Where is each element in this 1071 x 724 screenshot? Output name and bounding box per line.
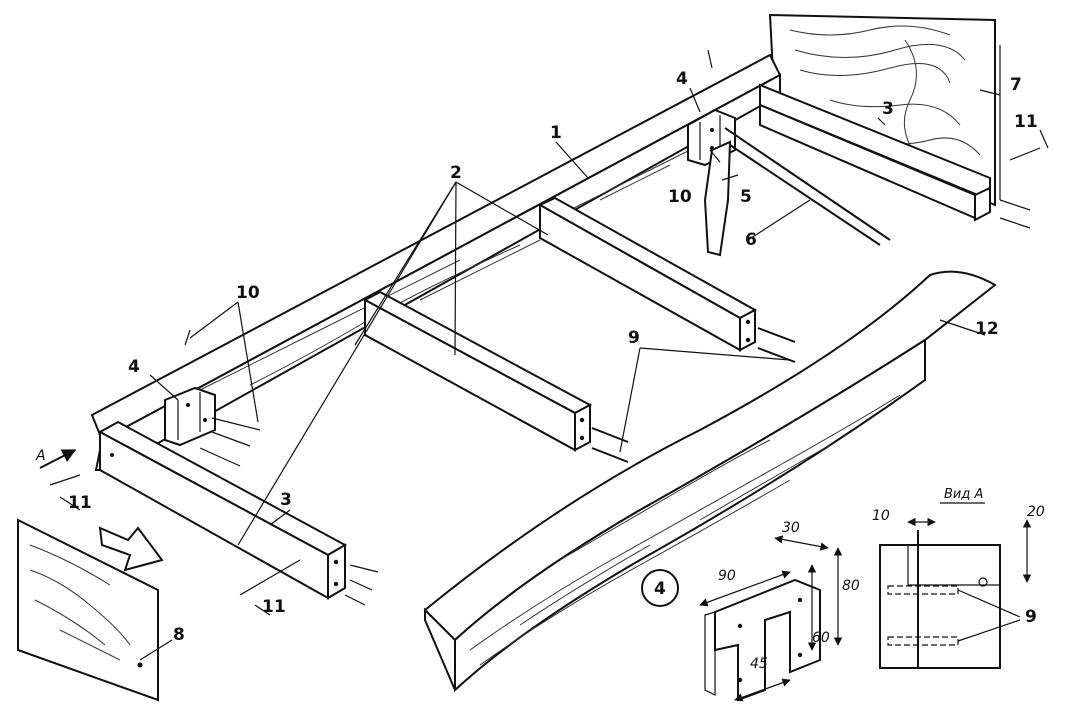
label-dowels-9-top: 9 [628,328,640,348]
bracket-4-left [164,386,216,447]
direction-arrow [98,526,164,572]
label-bracket-4-detail: 4 [654,579,666,599]
view-a-dim-10: 10 [872,508,890,524]
side-bar-3-top [759,83,991,222]
crossbeam-2-lower [362,290,593,452]
crossbeam-2-upper [537,196,758,352]
side-bar-3-bottom [97,420,348,600]
edge-board-12 [423,270,997,693]
leader-lines [59,87,1049,661]
label-edge-board-12: 12 [975,319,999,339]
label-nails-11-bottom: 11 [262,597,286,617]
label-screws-10-right: 10 [668,187,692,207]
bracket-dim-45: 45 [750,656,768,672]
label-rod-6: 6 [745,230,757,250]
end-board-8 [17,518,159,702]
bracket-dim-80: 80 [842,578,860,594]
bracket-detail [641,535,843,702]
rod-6 [724,127,891,246]
bracket-dim-90: 90 [718,568,736,584]
label-bracket-4-left: 4 [128,357,140,377]
label-dowels-9-detail: 9 [1025,607,1037,627]
label-side-bar-3-bottom: 3 [280,490,292,510]
label-nails-11-left: 11 [68,493,92,513]
leg-5 [703,140,732,257]
screws-left [49,49,1041,606]
label-crossbeams-2: 2 [450,163,462,183]
label-nails-11-right: 11 [1014,112,1038,132]
view-a-title: Вид А [944,487,983,502]
label-bracket-4-right: 4 [676,69,688,89]
label-leg-5: 5 [740,187,752,207]
label-end-board-8: 8 [173,625,185,645]
view-a-arrow [39,449,77,469]
bracket-dim-60: 60 [812,630,830,646]
label-side-bar-3-top: 3 [882,99,894,119]
label-wall-board-7: 7 [1010,75,1022,95]
label-screws-10-left: 10 [236,283,260,303]
view-a-detail [879,502,1032,669]
bracket-dim-30: 30 [782,520,800,536]
view-a-arrow-label: A [35,448,46,464]
view-a-dim-20: 20 [1027,504,1045,520]
label-rail-1: 1 [550,123,562,143]
